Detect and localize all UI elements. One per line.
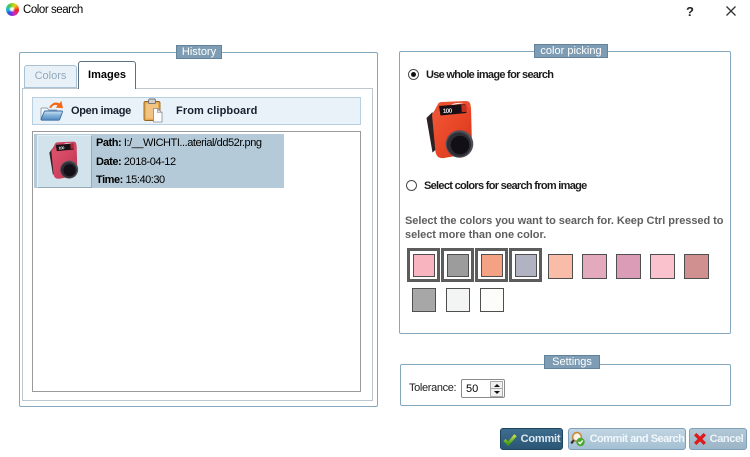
svg-text:100: 100 bbox=[443, 107, 453, 115]
svg-text:100: 100 bbox=[58, 145, 65, 150]
